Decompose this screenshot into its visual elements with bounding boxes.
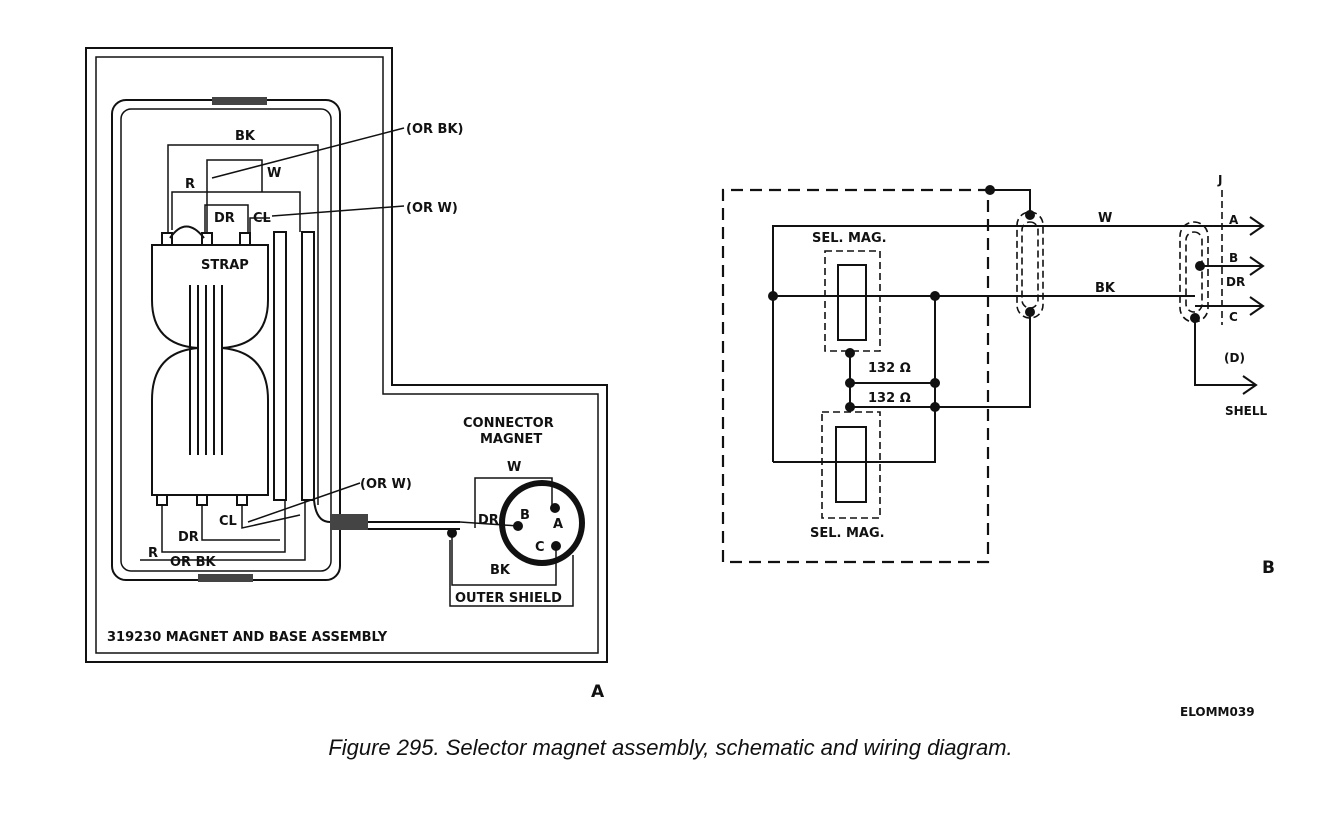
connector-pin-a: A [553,517,563,532]
sel-mag-top-label: SEL. MAG. [812,231,887,246]
selector-magnet-top [824,250,881,352]
cable-shield-1 [1016,211,1044,319]
connector-pin-c: C [535,540,545,555]
resistor-1-label: 132 Ω [868,361,911,376]
magnet-coil-body [151,244,269,496]
housing-clamp-top [212,97,267,105]
panel-a-wiring-diagram: (OR BK) (OR W) (OR W) BK W R DR CL STRAP… [85,47,608,702]
panel-b-label: B [1262,558,1275,578]
callout-or-w-top: (OR W) [406,201,458,216]
assembly-title: 319230 MAGNET AND BASE ASSEMBLY [107,630,388,645]
connector-wire-bk: BK [490,563,511,578]
panel-b-schematic: SEL. MAG. SEL. MAG. 132 Ω 132 Ω W BK J A… [721,173,1275,578]
wire-label-or-bk-bottom: OR BK [170,555,216,570]
terminal-strap [169,225,205,239]
connector-wire-dr: DR [478,513,499,528]
callout-leaders [211,127,405,523]
cable-to-connector [313,499,460,538]
schematic-dashed-enclosure [721,188,990,564]
housing-clamp-bottom [198,574,253,582]
pin-dr-label: DR [1226,275,1245,289]
cable-shield-jack [1179,190,1223,325]
magnet-housing-outer [111,99,341,581]
pin-c-label: C [1229,310,1238,324]
connector-title-line1: CONNECTOR [463,416,554,431]
resistor-2-label: 132 Ω [868,391,911,406]
figure-code: ELOMM039 [1180,705,1255,719]
panel-a-label: A [591,682,605,702]
pin-b-label: B [1229,251,1238,265]
outer-shield-label: OUTER SHIELD [455,591,562,606]
schematic-wire-w: W [1098,211,1112,226]
wire-label-cl: CL [253,211,271,226]
wire-label-dr: DR [214,211,235,226]
wire-label-dr-bottom: DR [178,530,199,545]
wire-label-r-bottom: R [148,546,158,561]
connector-wire-w: W [507,460,521,475]
schematic-wire-bk: BK [1095,281,1116,296]
jack-label: J [1217,173,1222,187]
panel-a-inner-frame [95,56,599,654]
strap-label: STRAP [201,258,249,273]
pin-d-label: (D) [1224,351,1245,365]
coil-terminals-top [161,232,251,246]
internal-wiring [140,144,319,561]
connector-title-line2: MAGNET [480,432,542,447]
wire-label-w: W [267,166,281,181]
connector-magnet [449,477,585,607]
selector-magnet-bottom [821,411,881,519]
magnet-housing-inner [120,108,332,572]
wire-label-r: R [185,177,195,192]
wire-bundle-tubes [273,231,315,501]
output-arrows [1190,216,1265,395]
coil-terminals-bottom [156,494,248,506]
wire-label-bk: BK [235,129,256,144]
figure-caption: Figure 295. Selector magnet assembly, sc… [328,735,1013,760]
callout-or-bk: (OR BK) [406,122,463,137]
shell-label: SHELL [1225,404,1268,418]
connector-pin-b: B [520,508,530,523]
wire-label-cl-bottom: CL [219,514,237,529]
pin-a-label: A [1229,213,1239,227]
panel-a-outer-frame [85,47,608,663]
callout-or-w-bottom: (OR W) [360,477,412,492]
pole-piece [189,285,223,455]
sel-mag-bottom-label: SEL. MAG. [810,526,885,541]
connector-body [499,480,585,566]
